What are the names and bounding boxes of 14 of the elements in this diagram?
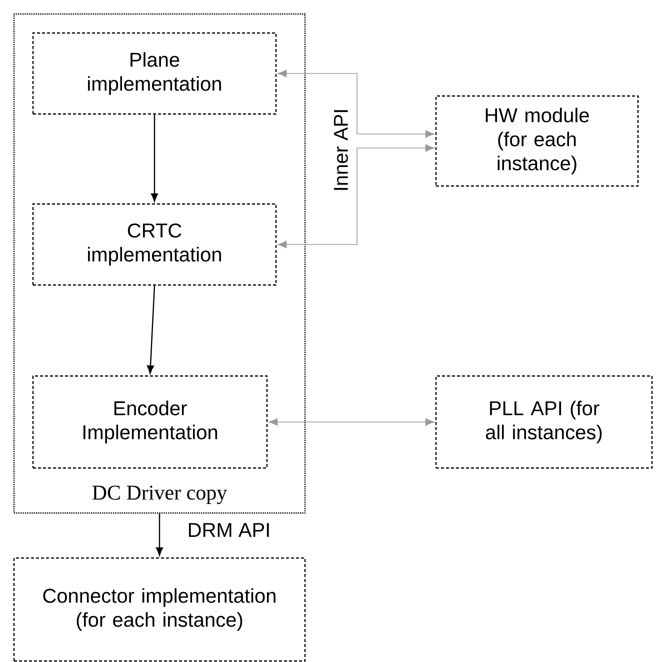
- module-box: CRTC implementation: [32, 203, 277, 286]
- arrow: [278, 70, 434, 138]
- module-box: Connector implementation (for each instance): [13, 557, 306, 662]
- arrow: [268, 418, 434, 426]
- arrow: [278, 144, 434, 248]
- arrow: [146, 286, 156, 374]
- edge-label: DRM API: [186, 522, 272, 538]
- module-box: PLL API (for all instances): [435, 375, 653, 469]
- arrow: [156, 514, 164, 556]
- module-box: Encoder Implementation: [32, 375, 268, 469]
- arrow: [150, 114, 158, 202]
- module-box: Plane implementation: [32, 32, 277, 115]
- module-box: HW module (for each instance): [435, 95, 639, 187]
- edge-label: Inner API: [333, 107, 349, 193]
